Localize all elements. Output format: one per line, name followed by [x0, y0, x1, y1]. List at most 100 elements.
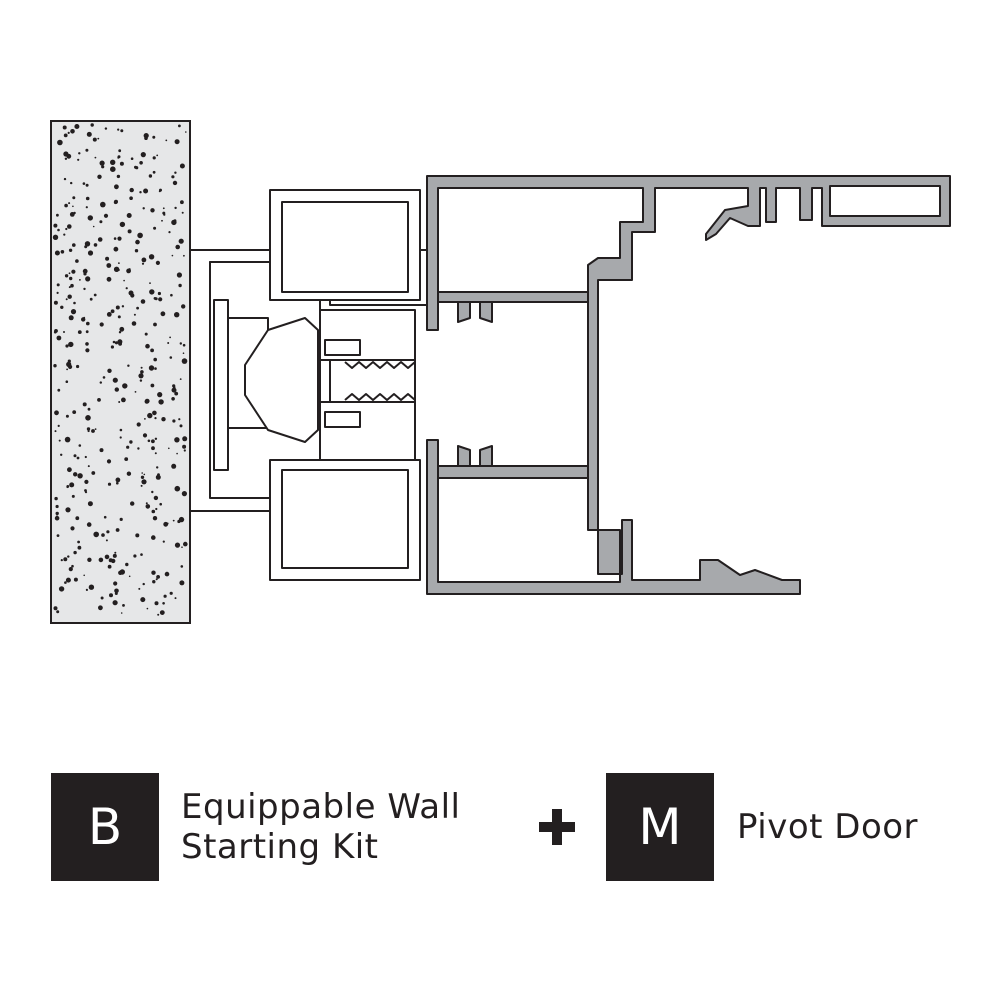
wall-speckle	[97, 137, 100, 140]
wall-speckle	[155, 260, 160, 265]
wall-speckle	[73, 550, 77, 555]
wall-speckle	[126, 213, 132, 218]
wall-speckle	[119, 428, 123, 432]
wall-speckle	[125, 562, 129, 567]
wall-speckle	[113, 237, 117, 240]
wall-speckle	[156, 575, 161, 579]
wall-speckle	[181, 211, 184, 214]
wall-speckle	[127, 364, 130, 367]
wall-speckle	[134, 165, 137, 169]
wall-speckle	[86, 522, 92, 527]
wall-speckle	[144, 332, 148, 336]
wall-speckle	[65, 227, 68, 231]
wall-speckle	[99, 160, 105, 166]
wall-speckle	[163, 594, 167, 598]
wall-speckle	[71, 564, 74, 568]
wall-speckle	[124, 457, 129, 461]
wall-speckle	[179, 342, 182, 345]
wall-speckle	[114, 551, 117, 554]
wall-speckle	[54, 430, 57, 433]
wall-speckle	[145, 502, 148, 505]
wall-speckle	[176, 272, 182, 278]
wall-speckle	[57, 139, 63, 146]
wall-speckle	[64, 581, 67, 584]
wall-speckle	[101, 165, 105, 169]
wall-speckle	[145, 343, 150, 349]
wall-speckle	[63, 331, 65, 333]
wall-speckle	[181, 358, 188, 364]
wall-speckle	[63, 557, 68, 562]
wall-speckle	[120, 612, 123, 614]
wall-speckle	[181, 546, 183, 548]
wall-speckle	[76, 456, 80, 460]
wall-speckle	[70, 309, 77, 315]
wall-speckle	[107, 368, 112, 373]
wall-speckle	[65, 414, 69, 418]
wall-speckle	[85, 196, 90, 201]
wall-speckle	[183, 254, 185, 257]
wall-speckle	[115, 305, 120, 310]
wall-speckle	[77, 158, 80, 161]
wall-speckle	[64, 157, 68, 160]
wall-speckle	[168, 231, 171, 234]
wall-speckle	[144, 399, 149, 404]
wall-speckle	[152, 410, 157, 416]
wall-speckle	[72, 410, 77, 414]
wall-speckle	[98, 605, 103, 611]
wall-speckle	[73, 211, 76, 215]
wall-speckle	[140, 553, 143, 556]
wall-speckle	[166, 522, 169, 525]
wall-speckle	[63, 151, 69, 157]
wall-speckle	[70, 181, 73, 185]
wall-speckle	[157, 613, 160, 616]
wall-speckle	[151, 570, 156, 575]
wall-speckle	[136, 422, 141, 427]
wall-speckle	[171, 463, 177, 469]
wall-speckle	[174, 139, 180, 145]
wall-speckle	[134, 391, 137, 393]
wall-speckle	[73, 472, 78, 477]
wall-speckle	[158, 297, 163, 302]
wall-speckle	[53, 300, 58, 305]
wall-speckle	[70, 129, 75, 134]
wall-speckle	[72, 196, 76, 200]
wall-speckle	[157, 392, 163, 398]
wall-speckle	[181, 304, 186, 309]
wall-speckle	[85, 342, 89, 346]
wall-speckle	[56, 213, 59, 217]
wall-speckle	[114, 341, 119, 345]
wall-speckle	[143, 188, 149, 194]
wall-speckle	[169, 356, 173, 359]
wall-speckle	[55, 504, 59, 509]
wall-speckle	[112, 340, 116, 344]
wall-speckle	[92, 137, 97, 142]
wall-speckle	[113, 246, 119, 252]
wall-speckle	[53, 223, 58, 228]
wall-speckle	[136, 306, 140, 310]
section-diagram	[50, 120, 951, 624]
wall-speckle	[63, 177, 67, 181]
wall-speckle	[58, 439, 61, 442]
wall-speckle	[68, 202, 71, 205]
wall-speckle	[116, 481, 119, 485]
wall-speckle	[69, 482, 75, 488]
wall-speckle	[85, 276, 91, 282]
wall-speckle	[174, 391, 179, 396]
wall-speckle	[119, 161, 124, 166]
wall-speckle	[54, 250, 60, 256]
wall-speckle	[172, 419, 176, 423]
wall-speckle	[174, 312, 180, 318]
wall-speckle	[146, 607, 149, 610]
wall-speckle	[152, 135, 156, 139]
wall-speckle	[99, 322, 104, 327]
wall-speckle	[140, 475, 145, 479]
wall-speckle	[175, 244, 180, 250]
wall-speckle	[56, 291, 59, 294]
wall-speckle	[171, 175, 175, 179]
wall-speckle	[57, 388, 61, 392]
wall-speckle	[138, 373, 144, 379]
wall-speckle	[163, 213, 166, 216]
wall-speckle	[114, 184, 119, 190]
wall-speckle	[154, 437, 158, 440]
wall-speckle	[123, 279, 125, 282]
